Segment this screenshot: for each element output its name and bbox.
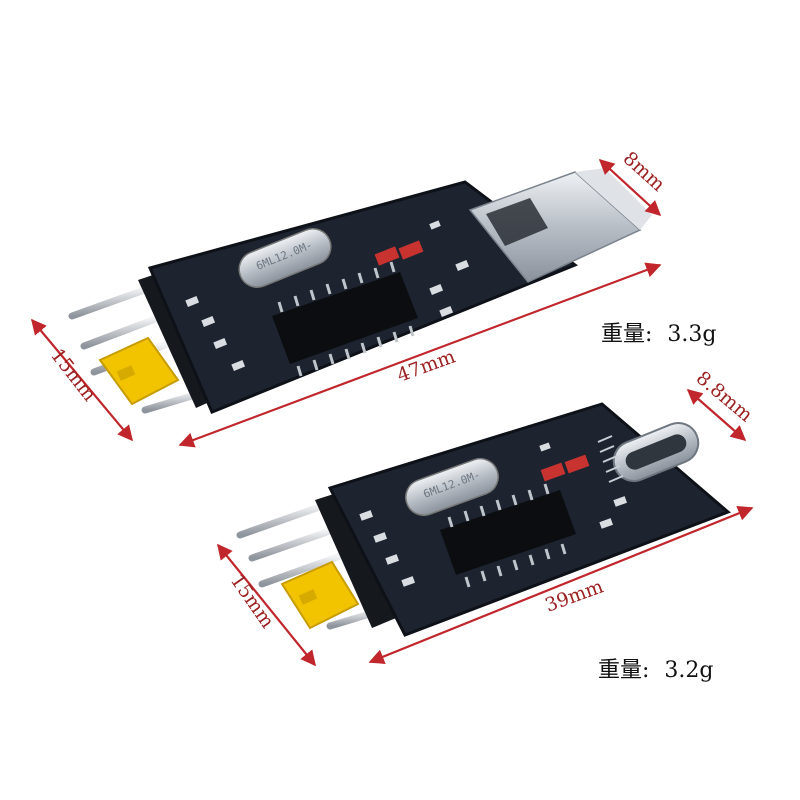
large-weight-label: 重量: 3.3g bbox=[601, 322, 717, 347]
small-diode-1 bbox=[540, 462, 566, 482]
large-weight-value: 3.3g bbox=[667, 322, 716, 347]
large-diode-2 bbox=[398, 240, 424, 260]
large-weight-prefix: 重量: bbox=[601, 322, 652, 347]
small-length-arrow bbox=[368, 506, 754, 664]
small-usb-c-connector bbox=[597, 422, 700, 483]
small-weight-prefix: 重量: bbox=[598, 658, 649, 683]
small-length-label: 39mm bbox=[542, 575, 606, 616]
small-connector-arrow bbox=[686, 388, 747, 442]
large-connector-arrow bbox=[598, 158, 662, 217]
small-weight-label: 重量: 3.2g bbox=[598, 658, 714, 683]
dimension-lines bbox=[31, 158, 754, 667]
small-connector-label: 8.8mm bbox=[692, 367, 757, 426]
small-weight-value: 3.2g bbox=[664, 658, 713, 683]
small-width-arrow bbox=[217, 543, 316, 667]
large-length-arrow bbox=[178, 262, 662, 448]
large-diode-1 bbox=[374, 246, 400, 266]
small-module: 6ML12.0M- bbox=[236, 402, 731, 637]
large-width-arrow bbox=[31, 318, 133, 442]
large-module: 6ML12.0M- bbox=[68, 168, 652, 414]
small-diode-2 bbox=[564, 454, 590, 474]
large-connector-label: 8mm bbox=[619, 147, 669, 196]
